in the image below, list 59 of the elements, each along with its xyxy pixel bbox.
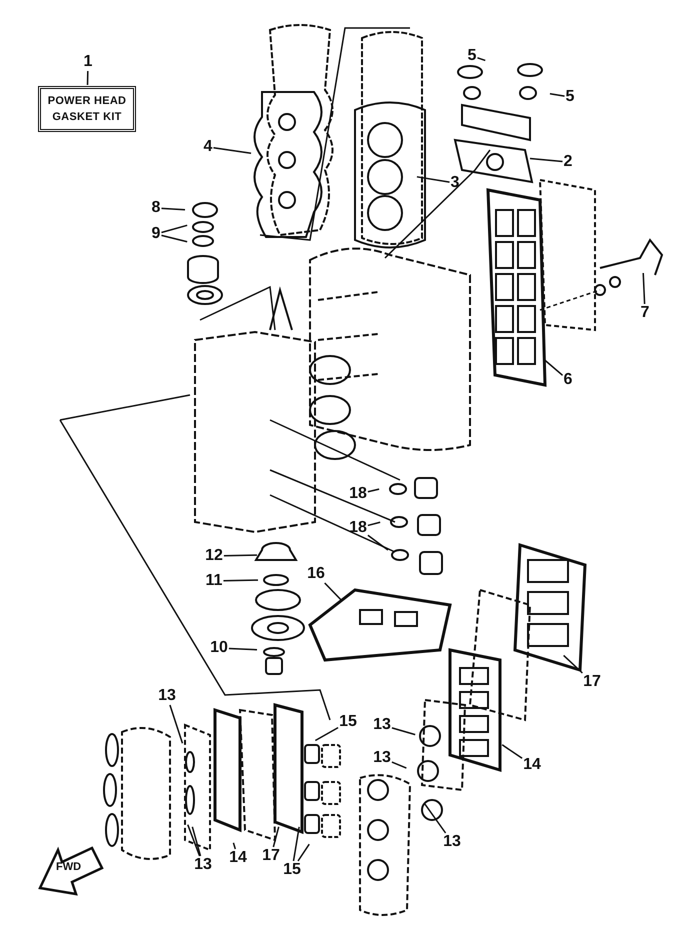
leader-line bbox=[192, 826, 202, 856]
leader-line bbox=[161, 234, 188, 243]
leader-line bbox=[272, 826, 280, 848]
leader-line bbox=[224, 554, 258, 557]
callout-number: 8 bbox=[152, 200, 160, 216]
callout-number: 9 bbox=[152, 226, 160, 242]
callout-number: 17 bbox=[262, 848, 280, 864]
leader-line bbox=[392, 727, 416, 736]
callout-number: 5 bbox=[566, 89, 574, 105]
leader-line bbox=[314, 726, 338, 742]
callout-number: 6 bbox=[564, 372, 572, 388]
leader-line bbox=[543, 358, 564, 376]
direction-label: FWD bbox=[56, 862, 82, 873]
leader-line bbox=[213, 147, 252, 154]
leader-line bbox=[642, 272, 646, 304]
leader-line bbox=[416, 176, 450, 183]
callout-number: 14 bbox=[229, 850, 247, 866]
callout-number: 15 bbox=[283, 862, 301, 878]
callout-number: 10 bbox=[210, 640, 228, 656]
leader-line bbox=[324, 582, 342, 601]
leader-line bbox=[367, 534, 388, 551]
leader-line bbox=[169, 704, 184, 744]
leader-line bbox=[477, 57, 486, 62]
callout-number: 15 bbox=[339, 714, 357, 730]
leader-line bbox=[368, 488, 380, 492]
callout-number: 5 bbox=[468, 48, 476, 64]
leader-line bbox=[223, 579, 258, 582]
leader-line bbox=[563, 654, 583, 674]
callout-number: 4 bbox=[204, 139, 212, 155]
leader-line bbox=[392, 761, 407, 769]
kit-label-box: POWER HEAD GASKET KIT bbox=[38, 86, 136, 132]
leader-line bbox=[530, 158, 563, 162]
callout-number: 2 bbox=[564, 154, 572, 170]
callout-number: 16 bbox=[307, 566, 325, 582]
leader-line bbox=[292, 826, 300, 862]
callout-number: 13 bbox=[158, 688, 176, 704]
callout-number: 1 bbox=[84, 54, 92, 70]
leader-line bbox=[297, 844, 310, 862]
callout-number: 13 bbox=[443, 834, 461, 850]
leader-line bbox=[161, 208, 186, 210]
callout-number: 17 bbox=[583, 674, 601, 690]
callout-number: 18 bbox=[349, 486, 367, 502]
callout-number: 13 bbox=[373, 717, 391, 733]
callout-number: 18 bbox=[349, 520, 367, 536]
callout-number: 14 bbox=[523, 757, 541, 773]
leader-line bbox=[228, 648, 258, 651]
leader-line bbox=[550, 93, 565, 97]
callout-number: 13 bbox=[373, 750, 391, 766]
callout-number: 12 bbox=[205, 548, 223, 564]
leader-line bbox=[187, 824, 200, 856]
leader-line bbox=[368, 522, 380, 526]
callout-number: 13 bbox=[194, 857, 212, 873]
leader-line bbox=[86, 70, 89, 86]
leader-line bbox=[232, 842, 236, 850]
callout-number: 3 bbox=[450, 175, 460, 191]
callout-number: 11 bbox=[206, 573, 222, 589]
callout-number: 7 bbox=[640, 305, 650, 321]
leader-line bbox=[502, 744, 523, 759]
leader-line bbox=[161, 224, 188, 234]
